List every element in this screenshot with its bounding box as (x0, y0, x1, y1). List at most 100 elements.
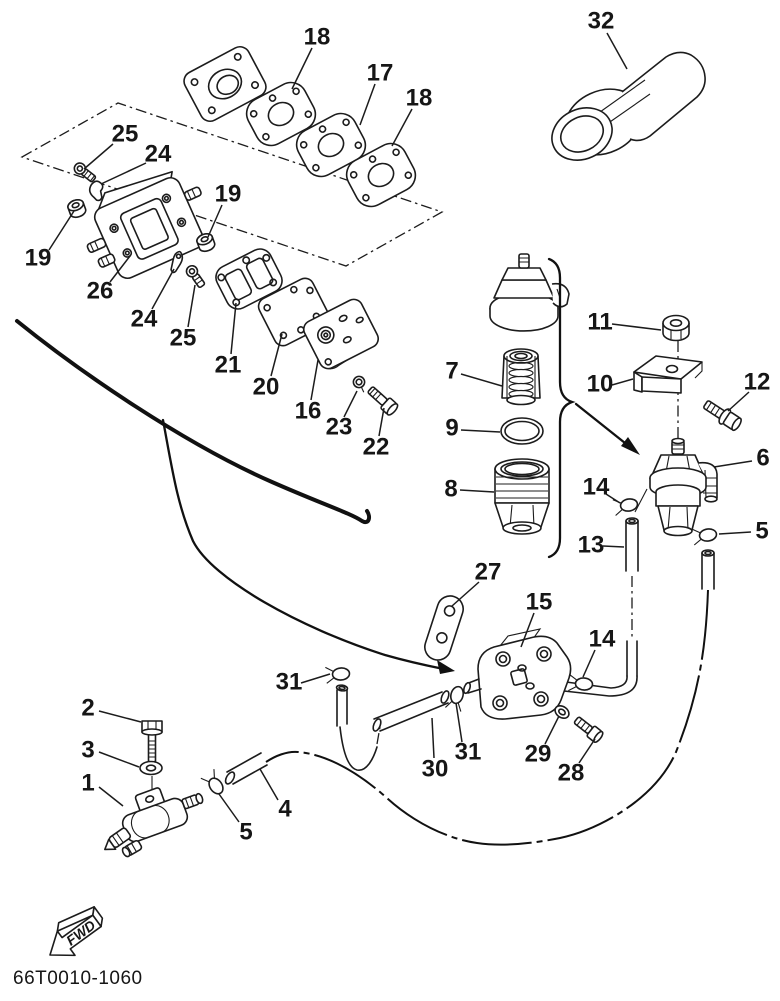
callout-label-30: 30 (422, 756, 449, 783)
callout-leader-31 (455, 702, 463, 743)
callout-label-31: 31 (276, 669, 303, 696)
callout-leader-18 (291, 47, 313, 90)
cowl-outline-curve (15, 319, 372, 524)
callout-leader-21 (230, 302, 237, 355)
callout-leader-18 (391, 108, 413, 147)
callout-label-8: 8 (444, 476, 457, 503)
nut-19-left (67, 199, 87, 219)
routing-arrow-to-pump (161, 418, 446, 671)
callout-leader-10 (611, 378, 634, 386)
callout-leader-23 (343, 390, 358, 418)
callout-label-25: 25 (170, 325, 197, 352)
gasket-21 (215, 248, 283, 310)
callout-leader-24 (100, 162, 147, 185)
callout-label-2: 2 (81, 695, 94, 722)
group-brace (547, 257, 576, 559)
callout-leader-9 (460, 429, 501, 433)
callout-label-6: 6 (756, 445, 769, 472)
fwd-direction-arrow: FWD (49, 906, 104, 957)
callout-leader-25 (83, 143, 114, 170)
callout-label-9: 9 (445, 415, 458, 442)
callout-label-26: 26 (87, 278, 114, 305)
callout-leader-14 (605, 493, 621, 504)
fuel-pump-15 (462, 628, 572, 720)
carb-mount-flange (183, 45, 267, 123)
callout-leader-14 (582, 649, 596, 678)
callout-leader-7 (460, 373, 503, 387)
callout-label-11: 11 (587, 309, 612, 336)
callout-label-12: 12 (744, 369, 771, 396)
callout-leader-25 (187, 284, 196, 328)
callout-leader-2 (98, 710, 142, 723)
callout-leader-13 (602, 545, 625, 548)
callout-leader-19 (48, 210, 75, 251)
clip-14-top (612, 498, 639, 516)
callout-label-7: 7 (445, 358, 458, 385)
callout-label-14: 14 (583, 474, 610, 501)
callout-label-18: 18 (304, 24, 331, 51)
nut-11 (662, 314, 690, 342)
callout-label-20: 20 (253, 374, 280, 401)
fuel-pipe-right (701, 549, 715, 590)
clip-14-bottom (568, 674, 594, 692)
callout-label-1: 1 (81, 770, 94, 797)
callout-leader-28 (578, 738, 596, 764)
callout-label-24: 24 (131, 306, 158, 333)
bolt-28 (573, 716, 604, 744)
callout-leader-29 (544, 715, 560, 745)
callout-label-23: 23 (326, 414, 353, 441)
callout-label-5: 5 (755, 518, 768, 545)
filter-cup-8 (494, 458, 550, 535)
screw-25-top (73, 162, 97, 183)
callout-label-10: 10 (587, 371, 614, 398)
callout-label-13: 13 (578, 532, 605, 559)
o-ring-9 (500, 417, 544, 445)
washer-3 (139, 760, 163, 776)
filter-to-pipe-line (634, 488, 648, 513)
callout-label-19: 19 (25, 245, 52, 272)
callout-label-31: 31 (455, 739, 482, 766)
callout-label-28: 28 (558, 760, 585, 787)
callout-leader-15 (520, 612, 535, 648)
callout-leader-8 (459, 489, 495, 493)
gasket-27 (424, 595, 464, 661)
fuel-pipe-13 (563, 517, 639, 697)
lever-24-bottom (170, 250, 184, 274)
callout-leader-31 (300, 673, 331, 684)
callout-leader-11 (611, 323, 662, 331)
clip-5-bottom (200, 769, 224, 795)
intake-silencer-32 (551, 51, 706, 161)
mounting-plane-outline (20, 102, 444, 267)
callout-label-27: 27 (475, 559, 502, 586)
gasket-17 (295, 112, 367, 178)
callout-label-19: 19 (215, 181, 242, 208)
fuel-filter-assembly-6 (649, 437, 718, 537)
callout-leader-5 (218, 793, 240, 823)
callout-leader-1 (98, 786, 124, 807)
callout-leader-17 (359, 83, 376, 126)
callout-leader-20 (270, 333, 283, 377)
lever-24-top (88, 180, 104, 202)
callout-leader-5 (718, 531, 752, 535)
callout-leader-32 (606, 32, 628, 70)
diagram-part-code: 66T0010-1060 (13, 968, 143, 989)
pipe-31 (335, 684, 381, 771)
fuel-cock-1 (104, 787, 204, 858)
callout-label-16: 16 (295, 398, 322, 425)
bolt-22 (367, 386, 399, 416)
clip-31-bottom (445, 685, 464, 712)
callout-leader-12 (727, 391, 750, 412)
callout-label-25: 25 (112, 121, 139, 148)
screw-25-bottom (185, 264, 206, 289)
routing-arrowhead-pump (437, 660, 455, 674)
filter-element-7 (501, 348, 541, 406)
callout-leader-19 (207, 204, 223, 238)
filter-head-upper (489, 253, 570, 332)
bolt-2 (141, 720, 163, 764)
callout-leader-26 (109, 255, 131, 283)
callout-label-3: 3 (81, 737, 94, 764)
clip-31-top (325, 666, 351, 684)
callout-label-15: 15 (526, 589, 553, 616)
